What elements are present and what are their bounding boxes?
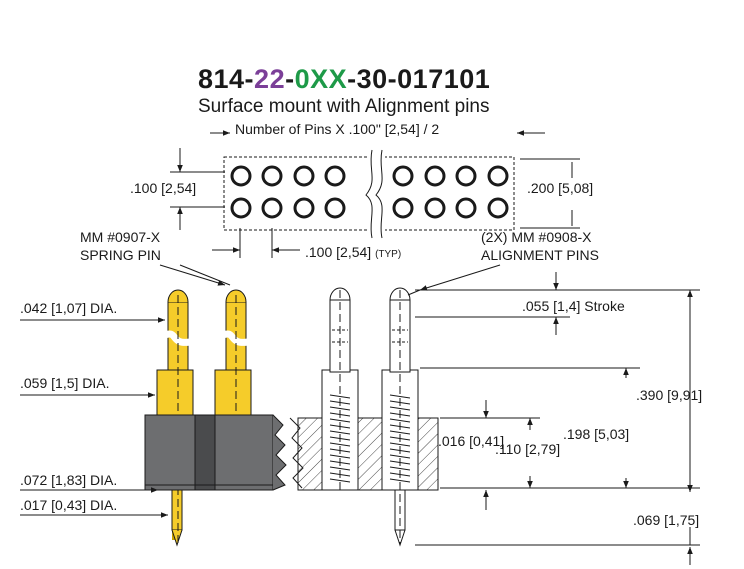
col-pitch-typ: (TYP): [375, 249, 402, 260]
pin-hole: [424, 165, 446, 187]
pin-hole: [261, 165, 283, 187]
part-number-segment: 0XX: [294, 64, 348, 94]
part-number-segment: 22: [254, 64, 286, 94]
spring-coil: [389, 394, 411, 483]
spring-pin-right: [214, 289, 252, 421]
pin-hole: [230, 197, 252, 219]
part-number-title: 814-22-0XX-30-017101: [198, 64, 490, 95]
tip-dia-label: .042 [1,07] DIA.: [20, 300, 118, 316]
pin-hole: [487, 165, 509, 187]
springs: [329, 394, 411, 483]
pin-hole: [293, 197, 315, 219]
spring-pin-left: [156, 289, 194, 547]
insulator-label: .016 [0,41]: [438, 433, 505, 449]
spring-coil: [329, 394, 351, 483]
pin-hole: [455, 165, 477, 187]
col-pitch-value: .100 [2,54]: [305, 244, 372, 260]
pin-hole: [293, 165, 315, 187]
part-number-segment: -30-017101: [347, 64, 491, 94]
align-pin-callout-line2: ALIGNMENT PINS: [481, 247, 599, 263]
overall-height-label: .390 [9,91]: [636, 387, 703, 403]
gap-label: .110 [2,79]: [495, 441, 561, 457]
pin-hole: [424, 197, 446, 219]
pin-hole: [455, 197, 477, 219]
spring-pin-callout-line2: SPRING PIN: [80, 247, 161, 263]
width-label: .200 [5,08]: [527, 180, 594, 196]
align-pin-callout-line1: (2X) MM #0908-X: [481, 229, 592, 245]
tail-length-label: .069 [1,75]: [633, 512, 700, 528]
alignment-pin-section: [289, 287, 439, 547]
spring-pin-callout-line1: MM #0907-X: [80, 229, 161, 245]
pin-holes: [230, 165, 509, 219]
pin-hole: [324, 197, 346, 219]
pin-hole: [230, 165, 252, 187]
stroke-label: .055 [1,4] Stroke: [522, 298, 625, 314]
body-height-label: .198 [5,03]: [563, 426, 630, 442]
top-view-dimensions: [159, 130, 580, 296]
part-number-segment: -: [285, 64, 295, 94]
tail-dia-label: .017 [0,43] DIA.: [20, 497, 118, 513]
base-dia-label: .072 [1,83] DIA.: [20, 472, 118, 488]
insulator-body: [144, 414, 287, 491]
row-pitch-label: .100 [2,54]: [130, 180, 197, 196]
col-pitch-label: .100 [2,54] (TYP): [305, 244, 401, 260]
part-number-segment: 814-: [198, 64, 255, 94]
pin-hole: [261, 197, 283, 219]
pin-hole: [392, 165, 414, 187]
barrel-dia-label: .059 [1,5] DIA.: [20, 375, 110, 391]
pin-count-label: Number of Pins X .100" [2,54] / 2: [235, 121, 440, 137]
side-view-dimensions: [20, 272, 700, 565]
top-view-header: [223, 149, 515, 239]
pin-hole: [324, 165, 346, 187]
subtitle: Surface mount with Alignment pins: [198, 96, 490, 117]
pin-hole: [487, 197, 509, 219]
pin-hole: [392, 197, 414, 219]
